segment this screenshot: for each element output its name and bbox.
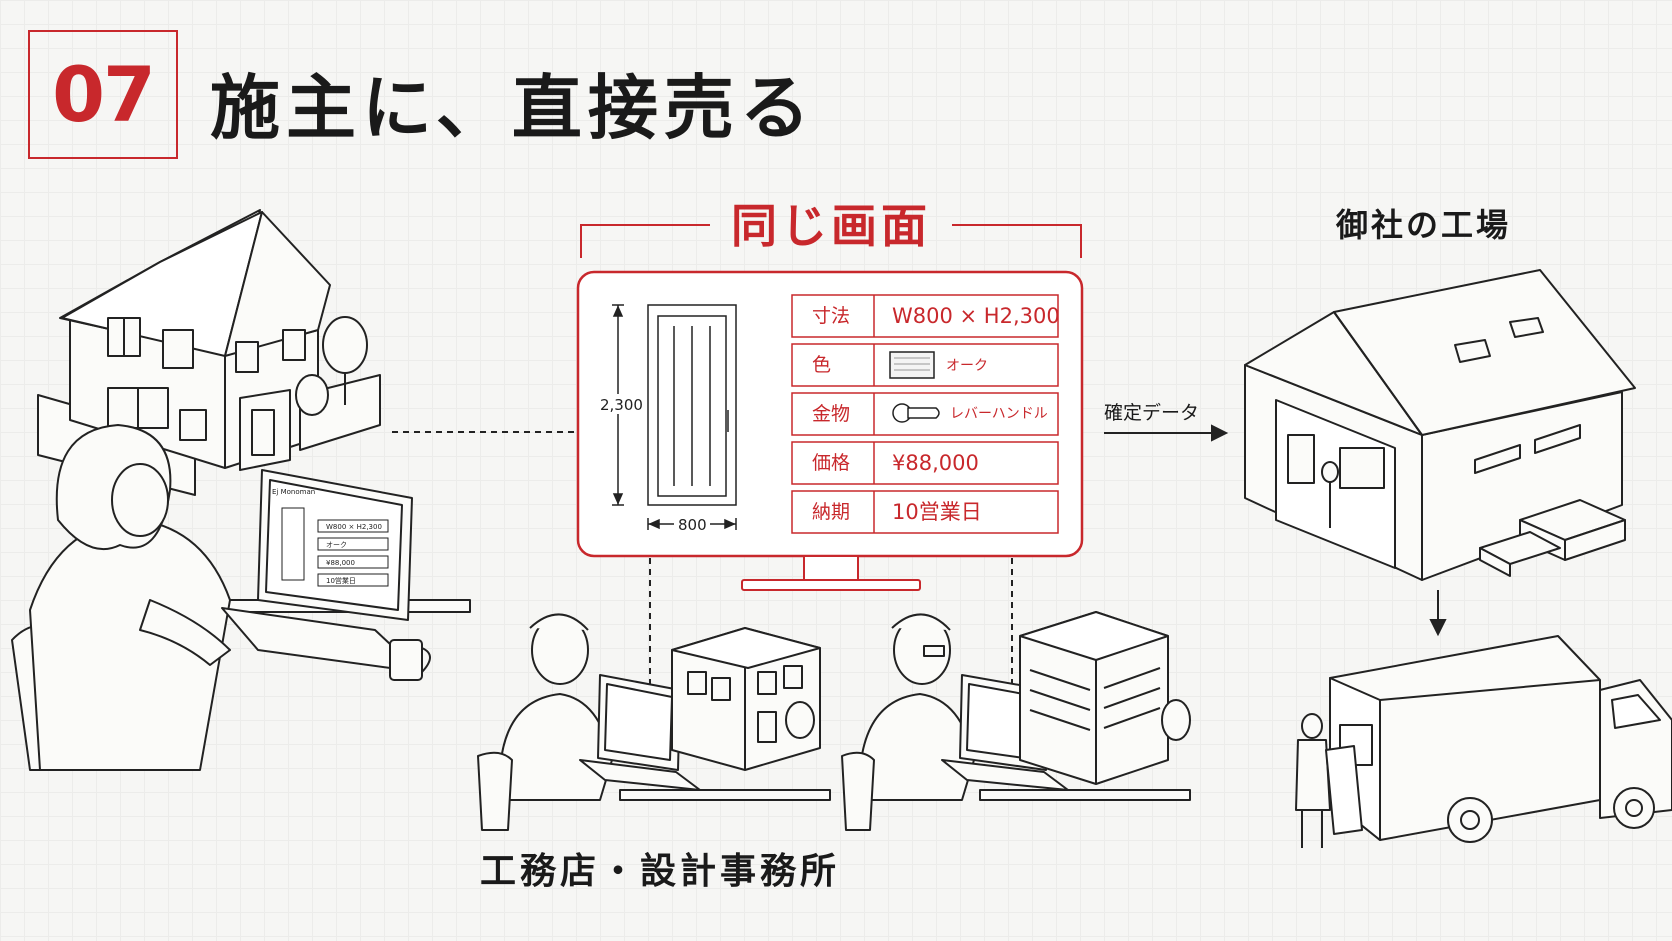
- arrow-to-factory: [1104, 424, 1229, 442]
- laptop-row-size: W800 × H2,300: [326, 523, 382, 531]
- door-icon: [647, 304, 737, 506]
- confirm-data-label: 確定データ: [1104, 402, 1200, 424]
- spec-label-price: 価格: [812, 452, 850, 474]
- factory-icon: [1244, 269, 1636, 581]
- spec-label-size: 寸法: [812, 305, 850, 327]
- screen-heading-group: 同じ画面: [580, 190, 1082, 260]
- woman-laptop-icon: [11, 424, 471, 771]
- spec-label-hardware: 金物: [812, 403, 850, 425]
- spec-value-delivery: 10営業日: [892, 500, 982, 524]
- laptop-screen-preview: Ej Monoman W800 × H2,300 オーク ¥88,000 10営…: [272, 488, 389, 587]
- door-height-label: 2,300: [600, 396, 643, 414]
- spec-value-price: ¥88,000: [892, 451, 979, 475]
- lever-handle-icon: [892, 403, 940, 423]
- arrow-to-truck: [1429, 590, 1447, 637]
- door-width-label: 800: [678, 516, 707, 534]
- firms-label: 工務店・設計事務所: [480, 851, 841, 892]
- section-number: 07: [52, 50, 156, 139]
- screen-heading: 同じ画面: [731, 199, 931, 253]
- laptop-row-price: ¥88,000: [326, 559, 355, 567]
- heading-bracket-lines: [580, 224, 1082, 258]
- spec-value-hardware: レバーハンドル: [950, 406, 1048, 422]
- man-laptop-icon: [477, 611, 1191, 831]
- spec-value-size: W800 × H2,300: [892, 304, 1060, 328]
- spec-value-color: オーク: [946, 358, 988, 374]
- laptop-row-color: オーク: [326, 541, 347, 549]
- oak-swatch-icon: [889, 351, 935, 379]
- spec-table: [791, 294, 1059, 534]
- truck-icon: [1295, 635, 1672, 848]
- page-title: 施主に、直接売る: [210, 67, 816, 149]
- laptop-logo: Ej Monoman: [272, 488, 315, 496]
- laptop-row-delivery: 10営業日: [326, 576, 356, 585]
- spec-label-color: 色: [812, 354, 831, 376]
- spec-label-delivery: 納期: [812, 501, 850, 523]
- section-number-badge: 07: [28, 30, 178, 159]
- factory-label: 御社の工場: [1336, 206, 1512, 244]
